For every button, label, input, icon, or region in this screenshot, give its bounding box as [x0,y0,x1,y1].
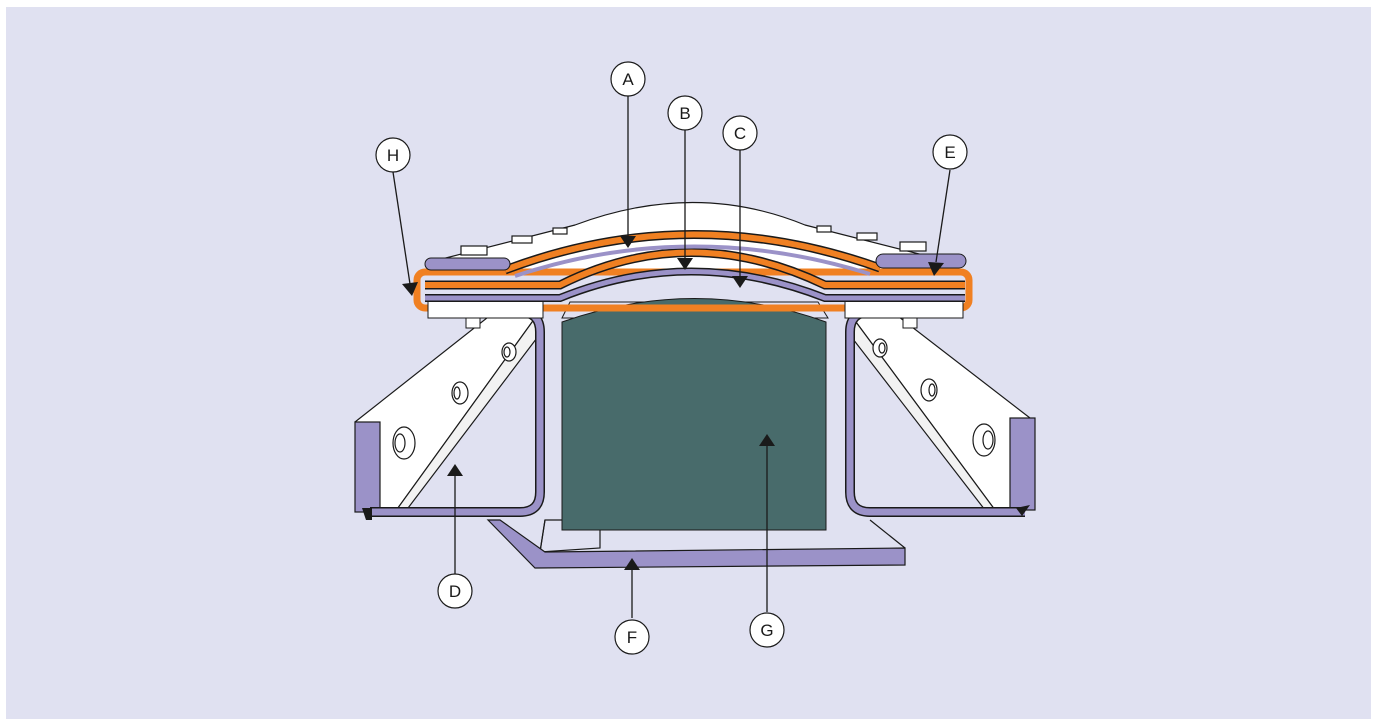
label-b: B [667,95,703,131]
label-a: A [610,61,646,97]
label-g-text: G [760,621,773,640]
label-c: C [722,115,758,151]
seal-layers [413,230,973,329]
label-h-text: H [387,146,399,165]
label-b-text: B [679,104,690,123]
label-d-text: D [449,582,461,601]
label-a-text: A [622,70,634,89]
label-e: E [932,134,968,170]
label-d: D [437,573,473,609]
label-g: G [749,612,785,648]
label-e-text: E [944,143,955,162]
label-c-text: C [734,124,746,143]
label-f: F [614,619,650,655]
core-block [561,298,829,531]
label-f-text: F [627,628,637,647]
leader-lines [392,96,951,618]
label-h: H [375,137,411,173]
